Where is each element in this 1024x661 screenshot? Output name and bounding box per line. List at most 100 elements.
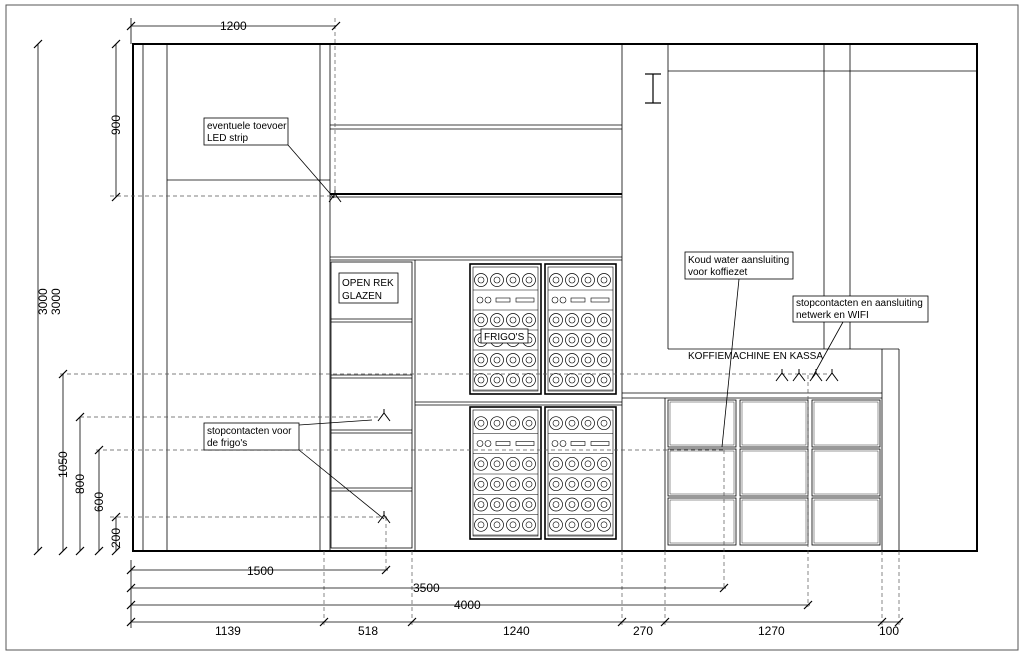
bottle-neck — [600, 336, 608, 344]
bottle-neck — [552, 521, 560, 529]
bottle-neck — [568, 356, 576, 364]
bottle — [506, 313, 520, 327]
dim-3500: 3500 — [413, 581, 440, 595]
bottle — [549, 416, 563, 431]
fridge-door — [544, 406, 617, 540]
bottle — [565, 373, 579, 387]
bottle-neck — [568, 276, 576, 284]
bottle-neck — [477, 501, 485, 508]
reference-lines — [60, 18, 900, 625]
bottle — [522, 497, 536, 512]
cabinet-door — [739, 448, 809, 497]
bottle-neck — [552, 460, 560, 468]
wall-elevation — [132, 43, 978, 552]
bottle-neck — [552, 276, 560, 284]
shelf-label — [515, 441, 535, 446]
bottle — [474, 416, 488, 431]
bottle — [490, 416, 504, 431]
callout-fridges: FRIGO'S — [484, 332, 525, 343]
bottle — [581, 456, 595, 471]
shelf-label — [570, 441, 586, 446]
bottle — [581, 416, 595, 431]
bottle — [565, 416, 579, 431]
callout-box-fridge-sockets — [203, 422, 300, 451]
bottle — [597, 416, 611, 431]
socket-icon — [775, 369, 789, 382]
dim-900: 900 — [109, 115, 123, 135]
dimension-tick — [877, 617, 887, 627]
bottle-neck — [600, 521, 608, 529]
bottle-neck — [493, 521, 501, 529]
bottle — [506, 517, 520, 532]
dimension-tick — [331, 21, 341, 31]
dimension-ticks — [33, 21, 904, 627]
fridge-bay — [415, 401, 622, 406]
cabinet-panel — [813, 499, 879, 544]
bottle — [474, 497, 488, 512]
glass-rack — [330, 260, 416, 551]
leader-led — [287, 144, 335, 199]
bottle — [490, 497, 504, 512]
bottle — [522, 373, 536, 387]
dim-600: 600 — [92, 492, 106, 512]
bottle-neck — [584, 521, 592, 529]
callout-water-line1: Koud water aansluiting — [688, 255, 789, 266]
bottle-neck — [509, 501, 517, 508]
socket-icon — [792, 369, 806, 382]
bottle-neck — [600, 460, 608, 468]
bottle — [506, 456, 520, 471]
bottle-neck — [509, 460, 517, 468]
fridge-door-inner — [547, 266, 614, 392]
bottle — [522, 517, 536, 532]
socket-icon — [377, 511, 391, 524]
bottle — [565, 353, 579, 367]
dimension-tick — [126, 583, 136, 593]
cabinet-door — [811, 448, 881, 497]
bottle — [549, 456, 563, 471]
cabinet-panel — [741, 401, 807, 446]
bottle-neck — [525, 356, 533, 364]
bottle-neck — [568, 521, 576, 529]
bottle-neck — [477, 521, 485, 529]
sheet-border — [5, 4, 1019, 651]
bottle-neck — [584, 356, 592, 364]
shelf-label — [495, 441, 511, 446]
bottle — [597, 517, 611, 532]
bottle-neck — [552, 419, 560, 427]
bottle-neck — [568, 419, 576, 427]
leader-fridge-sockets-2 — [298, 449, 385, 520]
dim-100: 100 — [879, 624, 899, 638]
bottle — [474, 456, 488, 471]
bottle — [597, 456, 611, 471]
bottle-neck — [584, 460, 592, 468]
dimension-tick — [407, 617, 417, 627]
leader-network — [811, 321, 844, 379]
bottle-neck — [584, 376, 592, 384]
bottle — [490, 477, 504, 492]
socket-body — [377, 412, 391, 422]
bottle-neck — [600, 316, 608, 324]
socket-symbols — [328, 190, 839, 524]
bottle-neck — [584, 276, 592, 284]
bottle-neck — [584, 316, 592, 324]
bottle-neck — [493, 460, 501, 468]
dim-1240: 1240 — [503, 624, 530, 638]
dim-1200: 1200 — [220, 19, 247, 33]
bottle-neck — [525, 501, 533, 508]
cabinet-panel — [813, 401, 879, 446]
bottle — [506, 477, 520, 492]
fridge-door-inner — [472, 409, 539, 537]
bottle-neck — [509, 376, 517, 384]
dimension-tick — [111, 512, 121, 522]
dim-1139: 1139 — [215, 624, 241, 638]
bottle — [474, 273, 488, 287]
bottle-neck — [525, 276, 533, 284]
cabinet-panel — [741, 499, 807, 544]
bottle — [597, 477, 611, 492]
bottle — [490, 456, 504, 471]
bottle — [506, 273, 520, 287]
cabinet-panel — [669, 499, 735, 544]
bottle-neck — [552, 480, 560, 488]
bottle-neck — [568, 460, 576, 468]
callout-box-led — [203, 117, 289, 146]
